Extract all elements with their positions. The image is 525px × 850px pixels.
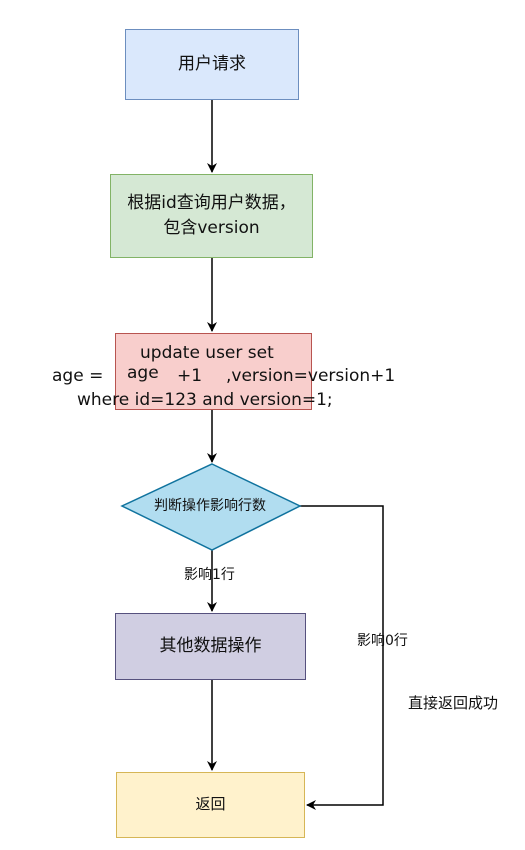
node-user-request-text: 用户请求	[178, 54, 246, 75]
node-other-operations-text: 其他数据操作	[159, 636, 262, 657]
update-sql-plus-one: +1	[177, 366, 203, 386]
node-return-text: 返回	[195, 795, 226, 814]
node-update-sql	[115, 333, 312, 410]
node-query-user: 根据id查询用户数据，包含version	[110, 174, 313, 258]
update-sql-age-outside: age =	[52, 366, 104, 386]
edge-label-zero-rows: 影响0行	[357, 633, 408, 649]
node-other-operations: 其他数据操作	[115, 613, 306, 680]
update-sql-line1: update user set	[140, 343, 274, 363]
node-return: 返回	[116, 772, 305, 838]
edge-decision-to-return	[300, 505, 384, 810]
edge-label-one-row: 影响1行	[184, 567, 235, 583]
node-query-user-text: 根据id查询用户数据，包含version	[127, 193, 296, 238]
update-sql-version: ,version=version+1	[226, 366, 396, 386]
decision-diamond	[120, 463, 302, 551]
update-sql-where: where id=123 and version=1;	[77, 390, 333, 410]
update-sql-age-inside: age	[127, 363, 159, 383]
decision-text: 判断操作影响行数	[154, 498, 266, 514]
node-user-request: 用户请求	[125, 29, 299, 100]
edge-label-direct-return: 直接返回成功	[408, 694, 499, 712]
